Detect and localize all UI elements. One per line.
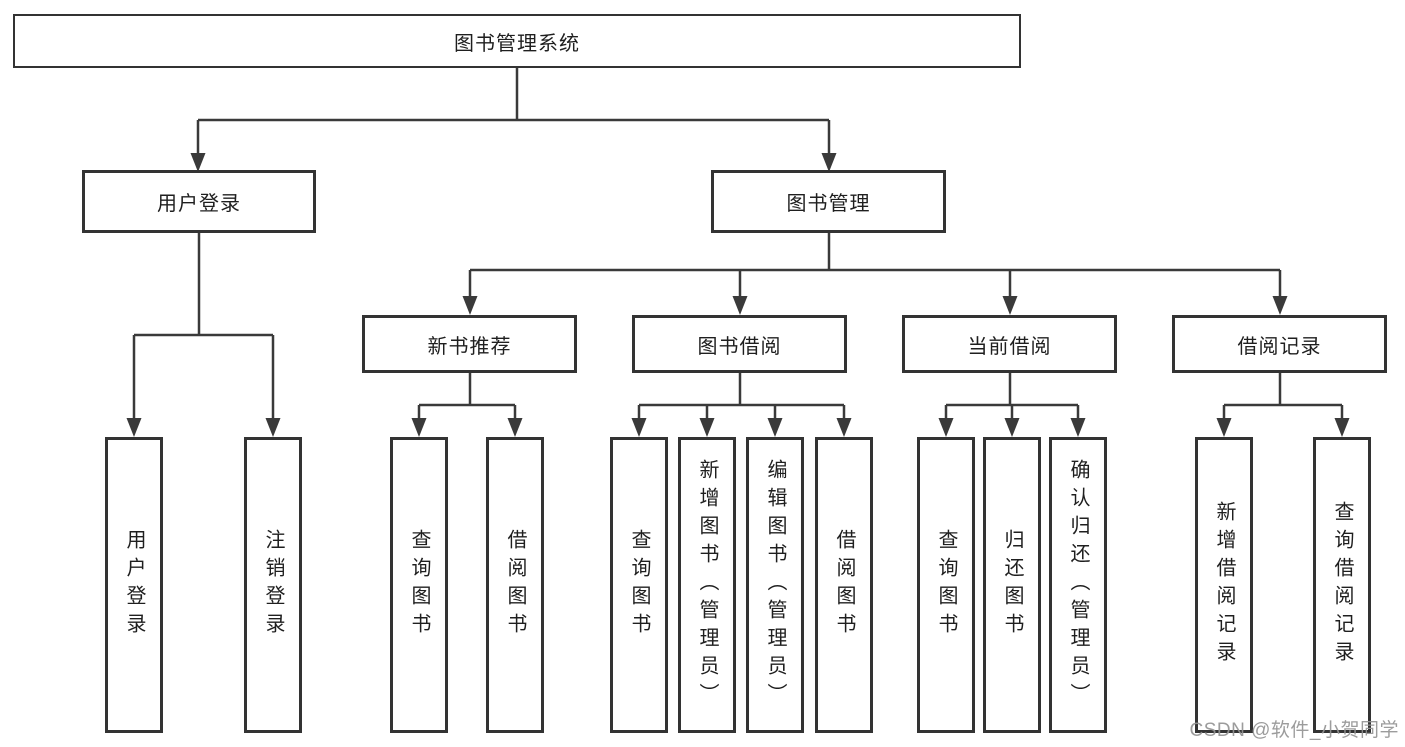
leaf-return-book-label: 归还图书 xyxy=(1001,529,1023,641)
leaf-edit-book-admin: 编辑图书（管理员） xyxy=(746,437,804,733)
edge-current-to-children xyxy=(944,373,1080,421)
node-book-management: 图书管理 xyxy=(711,170,946,233)
leaf-query-borrow-record-label: 查询借阅记录 xyxy=(1331,501,1353,669)
leaf-query-books-borrowing: 查询图书 xyxy=(610,437,668,733)
node-user-login: 用户登录 xyxy=(82,170,316,233)
leaf-query-borrow-record: 查询借阅记录 xyxy=(1313,437,1371,733)
edge-root-to-level2 xyxy=(196,68,831,156)
leaf-query-books-current: 查询图书 xyxy=(917,437,975,733)
leaf-borrow-books-borrowing-label: 借阅图书 xyxy=(833,529,855,641)
leaf-user-login: 用户登录 xyxy=(105,437,163,733)
node-book-borrowing-label: 图书借阅 xyxy=(697,335,782,358)
leaf-add-borrow-record-label: 新增借阅记录 xyxy=(1213,501,1235,669)
leaf-return-book: 归还图书 xyxy=(983,437,1041,733)
arrowheads xyxy=(126,153,1350,437)
leaf-add-borrow-record: 新增借阅记录 xyxy=(1195,437,1253,733)
node-root: 图书管理系统 xyxy=(13,14,1021,68)
node-borrowing-records-label: 借阅记录 xyxy=(1237,335,1322,358)
node-current-borrowing: 当前借阅 xyxy=(902,315,1117,373)
leaf-query-books-borrowing-label: 查询图书 xyxy=(628,529,650,641)
leaf-borrow-books-borrowing: 借阅图书 xyxy=(815,437,873,733)
leaf-query-books-current-label: 查询图书 xyxy=(935,529,957,641)
leaf-confirm-return-admin-label: 确认归还（管理员） xyxy=(1067,459,1089,711)
node-user-login-label: 用户登录 xyxy=(157,193,241,215)
leaf-logout: 注销登录 xyxy=(244,437,302,733)
edge-login-to-children xyxy=(132,233,275,421)
leaf-borrow-books-recommend: 借阅图书 xyxy=(486,437,544,733)
node-new-book-recommend-label: 新书推荐 xyxy=(427,335,512,358)
node-book-borrowing: 图书借阅 xyxy=(632,315,847,373)
leaf-query-books-recommend-label: 查询图书 xyxy=(408,529,430,641)
node-root-label: 图书管理系统 xyxy=(454,32,580,55)
node-new-book-recommend: 新书推荐 xyxy=(362,315,577,373)
leaf-add-book-admin: 新增图书（管理员） xyxy=(678,437,736,733)
node-borrowing-records: 借阅记录 xyxy=(1172,315,1387,373)
leaf-borrow-books-recommend-label: 借阅图书 xyxy=(504,529,526,641)
edge-recommend-to-children xyxy=(417,373,517,421)
leaf-confirm-return-admin: 确认归还（管理员） xyxy=(1049,437,1107,733)
leaf-add-book-admin-label: 新增图书（管理员） xyxy=(696,459,718,711)
node-current-borrowing-label: 当前借阅 xyxy=(967,335,1052,358)
leaf-edit-book-admin-label: 编辑图书（管理员） xyxy=(764,459,786,711)
node-book-management-label: 图书管理 xyxy=(786,193,871,215)
leaf-logout-label: 注销登录 xyxy=(262,529,284,641)
leaf-query-books-recommend: 查询图书 xyxy=(390,437,448,733)
edge-records-to-children xyxy=(1222,373,1344,421)
edge-mgmt-to-level3 xyxy=(468,233,1282,299)
csdn-watermark: CSDN @软件_小贺同学 xyxy=(1189,720,1399,741)
leaf-user-login-label: 用户登录 xyxy=(123,529,145,641)
edge-borrowing-to-children xyxy=(637,373,846,421)
